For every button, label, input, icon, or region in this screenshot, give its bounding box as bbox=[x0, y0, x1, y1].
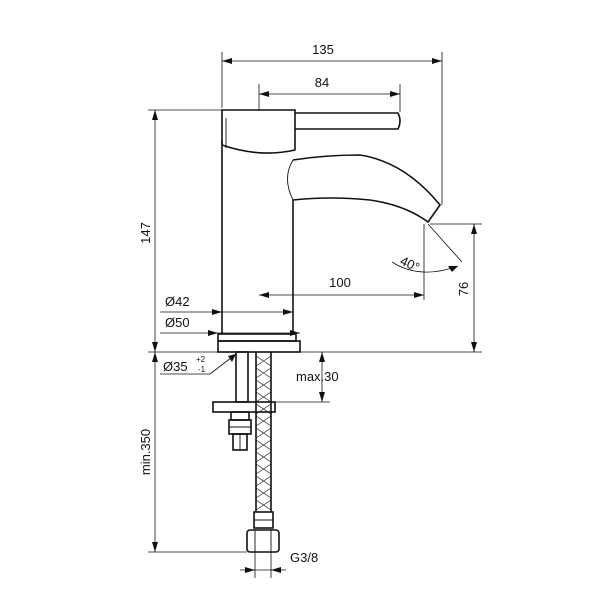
dim-hose-length-label: min.350 bbox=[138, 429, 153, 475]
dim-base-diameter-label: Ø50 bbox=[165, 315, 190, 330]
dim-spout-height bbox=[300, 223, 482, 353]
dim-connection-thread-label: G3/8 bbox=[290, 550, 318, 565]
dim-max-deck-label: max.30 bbox=[296, 369, 339, 384]
dim-base-diameter bbox=[160, 330, 300, 336]
dim-lever-length bbox=[258, 84, 401, 112]
dim-overall-width bbox=[221, 52, 443, 205]
mounting-assembly bbox=[212, 351, 276, 451]
dim-overall-width-label: 135 bbox=[312, 42, 334, 57]
dim-max-deck bbox=[275, 352, 330, 403]
faucet-body bbox=[221, 109, 442, 334]
dim-spout-reach bbox=[259, 224, 425, 300]
dim-spout-angle bbox=[391, 223, 463, 273]
dim-connection-thread bbox=[240, 552, 286, 578]
dim-total-height-label: 147 bbox=[138, 222, 153, 244]
dim-hole-diameter-label: Ø35 bbox=[163, 359, 188, 374]
braided-hose bbox=[246, 352, 280, 553]
dim-total-height bbox=[148, 109, 222, 353]
dim-body-diameter bbox=[160, 309, 293, 315]
dim-spout-height-label: 76 bbox=[456, 282, 471, 296]
dim-spout-reach-label: 100 bbox=[329, 275, 351, 290]
base-plate bbox=[217, 333, 301, 353]
dim-hole-tol-minus: -1 bbox=[198, 365, 206, 374]
dim-hose-length bbox=[148, 352, 247, 553]
dim-hole-tol-plus: +2 bbox=[196, 355, 206, 364]
dim-body-diameter-label: Ø42 bbox=[165, 294, 190, 309]
dim-hole-diameter bbox=[160, 353, 237, 375]
dim-lever-length-label: 84 bbox=[315, 75, 329, 90]
